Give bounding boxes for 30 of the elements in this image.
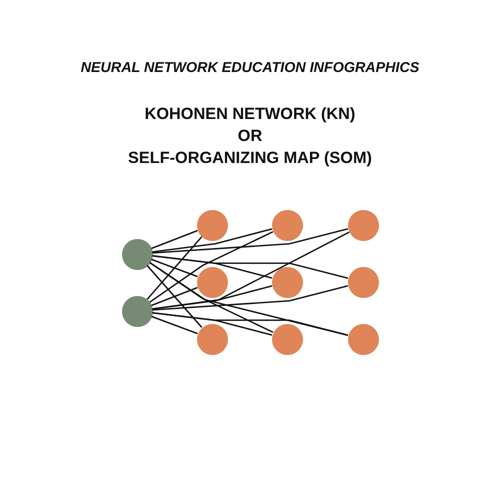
connection-line: [152, 228, 348, 254]
connection-line: [152, 312, 348, 336]
connection-line: [149, 231, 274, 303]
map-neuron-circle: [196, 266, 228, 298]
infographic-title: NEURAL NETWORK EDUCATION INFOGRAPHICS: [80, 60, 420, 76]
connection-line: [151, 258, 198, 278]
heading-text: SELF-ORGANIZING MAP (SOM): [128, 149, 372, 168]
heading-text: OR: [238, 127, 262, 146]
map-neuron-circle: [196, 210, 228, 240]
map-neuron-circle: [272, 266, 302, 298]
connection-line: [152, 232, 350, 310]
input-neuron-circle: [122, 238, 152, 270]
map-neuron-circle: [196, 324, 228, 354]
connection-line: [152, 228, 272, 253]
connection-line: [151, 286, 198, 306]
connection-line: [151, 230, 198, 250]
input-neuron-circle: [122, 296, 152, 326]
connection-line: [151, 316, 198, 334]
map-neuron-circle: [272, 324, 302, 354]
connection-line: [149, 262, 348, 336]
connection-line: [152, 285, 348, 311]
map-neuron-circle: [348, 266, 378, 298]
connection-line: [146, 265, 202, 328]
map-neuron-circle: [348, 324, 378, 354]
heading-text: KOHONEN NETWORK (KN): [144, 105, 356, 124]
connection-line: [146, 236, 202, 300]
map-neuron-circle: [348, 210, 378, 240]
map-neuron-circle: [272, 210, 302, 240]
connection-line: [152, 255, 348, 279]
connection-line: [149, 262, 274, 333]
